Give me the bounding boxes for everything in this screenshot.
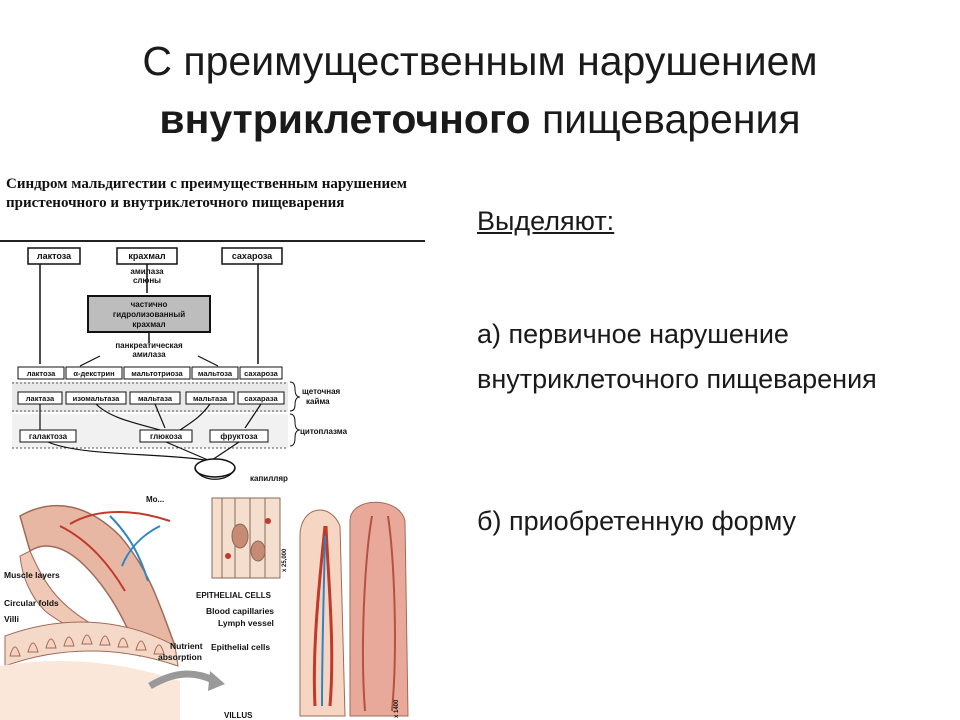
row1-maltose: мальтоза (198, 369, 233, 378)
title-rest: пищеварения (530, 96, 801, 142)
label-nutrient: Nutrient (170, 641, 203, 651)
row1-lactose: лактоза (27, 369, 56, 378)
pancreatic-2: амилаза (132, 350, 166, 359)
intestine-anatomy-illustration: Mo... Muscle layers Circular folds Villi… (0, 496, 409, 720)
partial-2: гидролизованный (113, 310, 185, 319)
slide-title: С преимущественным нарушением внутриклет… (0, 32, 960, 148)
partial-1: частично (131, 300, 168, 309)
product-galactose: галактоза (29, 432, 68, 441)
label-lymph-vessel: Lymph vessel (218, 618, 274, 628)
label-absorption: absorption (158, 652, 202, 662)
product-fructose: фруктоза (220, 432, 258, 441)
row1-maltotriose: мальтотриоза (131, 369, 183, 378)
saliva-amylase-2: слюны (133, 276, 161, 285)
label-scale-2: x 1400 (394, 699, 400, 718)
product-glucose: глюкоза (150, 432, 183, 441)
digestion-scheme: лактоза крахмал сахароза амилаза слюны ч… (0, 240, 425, 483)
title-line-1: С преимущественным нарушением (142, 38, 818, 84)
box-lactose: лактоза (37, 251, 72, 261)
row2-isomaltase: изомальтаза (73, 394, 121, 403)
cytoplasm-label: цитоплазма (300, 427, 348, 436)
row2-lactase: лактаза (26, 394, 55, 403)
label-scale-1: x 25,000 (282, 548, 288, 572)
row2-maltase-2: мальтаза (193, 394, 228, 403)
brush-border-2: кайма (306, 397, 330, 406)
capillary-label: капилляр (250, 474, 288, 483)
label-epithelial-caption: EPITHELIAL CELLS (196, 591, 272, 600)
box-sucrose: сахароза (232, 251, 273, 261)
label-villi: Villi (4, 614, 19, 624)
pancreatic-1: панкреатическая (115, 341, 183, 350)
diagram-title: Синдром мальдигестии с преимущественным … (6, 176, 408, 211)
title-line-2: внутриклеточного пищеварения (0, 90, 960, 148)
item-a: а) первичное нарушение внутриклеточного … (477, 319, 877, 394)
label-top-cut: Mo... (146, 496, 164, 504)
row1-sucrose: сахароза (244, 369, 278, 378)
saliva-amylase-1: амилаза (130, 267, 164, 276)
row2-maltase-1: мальтаза (138, 394, 173, 403)
row2-sucrase: сахараза (244, 394, 278, 403)
label-blood-capillaries: Blood capillaries (206, 606, 274, 616)
title-bold-word: внутриклеточного (159, 96, 531, 142)
label-muscle-layers: Muscle layers (4, 570, 60, 580)
partial-3: крахмал (132, 320, 165, 329)
brush-border-1: щеточная (302, 387, 341, 396)
row1-dextrin: α-декстрин (73, 369, 114, 378)
item-b: б) приобретенную форму (477, 506, 797, 536)
label-epithelial-cells: Epithelial cells (211, 642, 270, 652)
box-starch: крахмал (128, 251, 166, 261)
label-circular-folds: Circular folds (4, 598, 59, 608)
lead-text: Выделяют: (477, 206, 615, 236)
label-villus: VILLUS (224, 711, 253, 720)
